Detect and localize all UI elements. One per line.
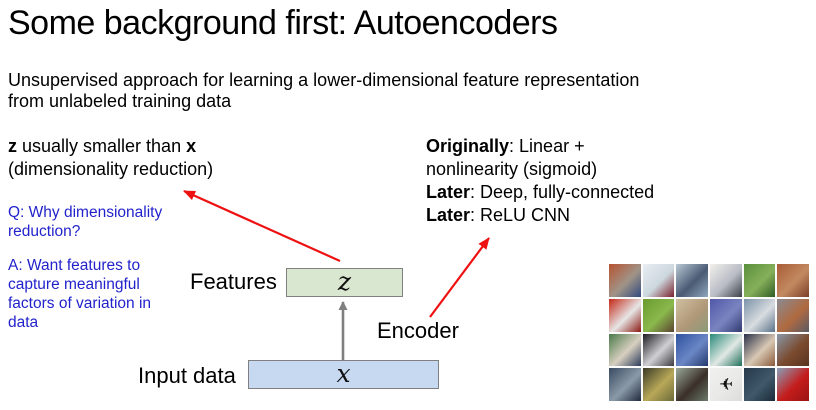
slide-title: Some background first: Autoencoders	[8, 4, 558, 42]
answer-note: A: Want features to capture meaningful f…	[8, 257, 152, 331]
note-line-later-deep: Later: Deep, fully-connected	[426, 181, 654, 204]
cifar-tile-white-horse	[642, 333, 675, 367]
features-label: Features	[190, 269, 277, 294]
cifar-image-grid: ✈	[609, 264, 809, 401]
cifar-tile-squirrel	[777, 264, 809, 297]
cifar-tile-tan-cat	[676, 298, 708, 332]
cifar-tile-harbor-ships	[609, 368, 641, 401]
cifar-tile-olive-frog	[642, 368, 675, 401]
later-relu-rest: : ReLU CNN	[470, 205, 571, 225]
cifar-tile-blue-truck	[676, 333, 708, 367]
red-arrow-to-encoder-notes	[429, 237, 490, 318]
red-arrow-to-dimensionality-note	[183, 189, 341, 263]
encoder-history-notes: Originally: Linear + nonlinearity (sigmo…	[426, 135, 654, 227]
cifar-tile-cargo-truck	[777, 298, 809, 332]
dimensionality-reduction-line: (dimensionality reduction)	[8, 159, 214, 179]
z-smaller-mid: usually smaller than	[17, 136, 187, 156]
z-smaller-line1: z usually smaller than x	[8, 135, 213, 158]
cifar-tile-blue-car	[709, 298, 742, 332]
latent-z-box: z	[286, 268, 403, 297]
cifar-tile-jet-silhouette: ✈	[709, 368, 742, 401]
z-smaller-note: z usually smaller than x (dimensionality…	[8, 135, 213, 181]
originally-bold: Originally	[426, 136, 510, 156]
cifar-tile-frog-on-leaves	[743, 264, 776, 297]
cifar-tile-teal-boat	[709, 333, 742, 367]
note-line-later-relu: Later: ReLU CNN	[426, 204, 654, 227]
cifar-tile-beagle-puppy	[743, 333, 776, 367]
cifar-tile-red-firetruck	[777, 368, 809, 401]
cifar-tile-white-car-red-bg	[609, 298, 641, 332]
x-symbol-bold: x	[186, 136, 197, 156]
cifar-tile-cat-on-couch	[609, 264, 641, 297]
originally-rest: : Linear +	[509, 136, 585, 156]
cifar-tile-boat-on-water	[676, 264, 708, 297]
z-math-symbol: z	[337, 266, 352, 296]
encoder-label: Encoder	[377, 318, 459, 343]
later-deep-rest: : Deep, fully-connected	[470, 182, 655, 202]
cifar-tile-dog-on-grass	[609, 333, 641, 367]
note-line-nonlinearity: nonlinearity (sigmoid)	[426, 158, 654, 181]
cifar-tile-deer-dark-teal	[743, 368, 776, 401]
cifar-tile-ferry-ship	[642, 264, 675, 297]
jet-silhouette-icon: ✈	[718, 375, 733, 395]
cifar-tile-concorde-poster	[709, 264, 742, 297]
cifar-tile-horse-head	[777, 333, 809, 367]
cifar-tile-green-frog	[642, 298, 675, 332]
nonlinearity-rest: nonlinearity (sigmoid)	[426, 159, 598, 179]
slide-subtitle: Unsupervised approach for learning a low…	[8, 70, 640, 111]
cifar-tile-dark-horse	[676, 368, 708, 401]
note-line-originally: Originally: Linear +	[426, 135, 654, 158]
later-relu-bold: Later	[426, 205, 471, 225]
input-data-label: Input data	[138, 363, 236, 388]
cifar-tile-fighter-jet	[743, 298, 776, 332]
question-note: Q: Why dimensionality reduction?	[8, 204, 163, 240]
later-deep-bold: Later	[426, 182, 471, 202]
z-symbol-bold: z	[8, 136, 17, 156]
input-x-box: x	[248, 360, 439, 389]
x-math-symbol: x	[336, 358, 351, 388]
